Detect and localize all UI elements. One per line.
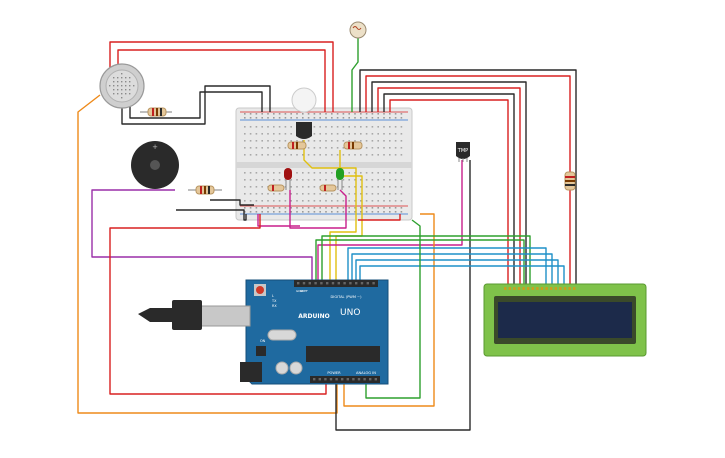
wire-black bbox=[121, 85, 271, 125]
lcd-display bbox=[483, 283, 647, 357]
wire-black bbox=[176, 209, 247, 221]
wire-black bbox=[371, 81, 527, 285]
transistor bbox=[296, 122, 312, 139]
wire-green bbox=[351, 38, 359, 112]
resistor-buzzer bbox=[188, 185, 222, 195]
photoresistor bbox=[349, 21, 367, 39]
sound-sensor bbox=[99, 63, 145, 109]
resistor-bb bbox=[319, 184, 337, 192]
digital-label: DIGITAL (PWM ~) bbox=[331, 295, 363, 299]
arduino-logo: ARDUINO bbox=[298, 313, 329, 320]
resistor-bb bbox=[287, 141, 307, 150]
red-led bbox=[284, 168, 292, 190]
on-label: ON bbox=[260, 339, 266, 343]
arduino-model: UNO bbox=[340, 308, 360, 318]
wire-red bbox=[109, 41, 334, 112]
wire-blue bbox=[351, 253, 553, 285]
gnd-label: GND bbox=[296, 289, 304, 293]
resistor-sensor bbox=[140, 107, 172, 117]
wire-red bbox=[358, 214, 401, 221]
breadboard bbox=[235, 107, 413, 221]
analog-label: ANALOG IN bbox=[356, 371, 376, 375]
wire-orange bbox=[77, 94, 338, 414]
wire-black bbox=[129, 91, 263, 119]
resistor-lcd bbox=[564, 171, 576, 191]
sensor-label: TMP bbox=[457, 148, 468, 154]
piezo-buzzer: + bbox=[131, 141, 179, 189]
wire-red bbox=[377, 87, 521, 285]
wire-red bbox=[109, 214, 327, 395]
wire-black bbox=[359, 69, 577, 285]
svg-text:+: + bbox=[152, 143, 158, 151]
lcd-pin-header bbox=[504, 287, 576, 290]
digital-header-pins bbox=[297, 282, 375, 285]
button-cap bbox=[291, 87, 317, 113]
arduino-uno: ARDUINO UNO DIGITAL (PWM ~) POWER ANALOG… bbox=[138, 279, 389, 385]
wire-red bbox=[117, 49, 326, 112]
wire-orange bbox=[343, 213, 435, 407]
wire-red bbox=[389, 99, 509, 285]
wire-black bbox=[383, 93, 515, 285]
wire-magenta bbox=[289, 189, 347, 229]
wire-green bbox=[365, 219, 421, 399]
wire-blue bbox=[359, 265, 565, 285]
mic-grille bbox=[109, 73, 135, 99]
l-label: L bbox=[272, 294, 274, 298]
wire-black bbox=[335, 160, 471, 431]
aref-label: AREF bbox=[300, 289, 308, 293]
wire-purple bbox=[91, 189, 313, 285]
wire-magenta bbox=[317, 160, 463, 285]
resistor-bb bbox=[267, 184, 285, 192]
tx-label: TX bbox=[271, 299, 277, 303]
wire-black bbox=[210, 199, 254, 206]
power-label: POWER bbox=[327, 371, 341, 375]
temperature-sensor: TMP bbox=[456, 142, 470, 162]
green-led bbox=[336, 168, 344, 190]
rx-label: RX bbox=[272, 304, 277, 308]
resistor-bb bbox=[343, 141, 363, 150]
wires bbox=[77, 38, 577, 431]
wire-magenta bbox=[257, 214, 300, 227]
wire-yellow bbox=[303, 140, 357, 285]
wire-blue bbox=[355, 259, 559, 285]
analog-header-pins bbox=[313, 378, 377, 381]
